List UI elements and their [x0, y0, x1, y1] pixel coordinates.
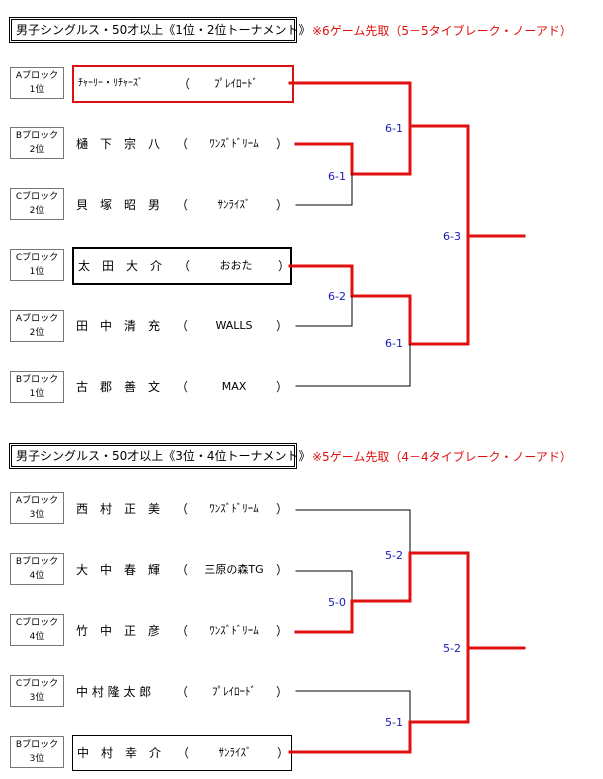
- match-score: 6-1: [385, 122, 403, 135]
- paren: （: [176, 502, 189, 516]
- paren: （: [176, 563, 189, 577]
- paren: ）: [276, 319, 289, 333]
- paren: （: [176, 137, 189, 151]
- player-entry: 竹 中 正 彦 （ ﾜﾝｽﾞﾄﾞﾘｰﾑ ）: [72, 614, 292, 648]
- paren: （: [176, 198, 189, 212]
- match-score: 6-3: [443, 230, 461, 243]
- bracket-line: [295, 173, 353, 206]
- match-score: 5-2: [443, 642, 461, 655]
- player-name: 西 村 正 美: [76, 502, 161, 516]
- player-team: ﾌﾟﾚｲﾛｰﾄﾞ: [214, 77, 258, 90]
- player-name: 中 村 隆 太 郎: [76, 685, 152, 699]
- player-entry: 古 郡 善 文 （ MAX ）: [72, 370, 292, 404]
- paren: ）: [276, 198, 289, 212]
- player-entry: ﾁｬｰﾘｰ・ﾘﾁｬｰｽﾞ （ ﾌﾟﾚｲﾛｰﾄﾞ: [72, 65, 294, 103]
- paren: ）: [276, 624, 289, 638]
- bracket-line: [295, 690, 411, 723]
- match-score: 6-1: [328, 170, 346, 183]
- paren: ）: [277, 746, 290, 760]
- player-entry: 樋 下 宗 八 （ ﾜﾝｽﾞﾄﾞﾘｰﾑ ）: [72, 127, 292, 161]
- player-name: 竹 中 正 彦: [76, 624, 161, 638]
- player-team: ﾜﾝｽﾞﾄﾞﾘｰﾑ: [209, 502, 259, 515]
- paren: ）: [276, 137, 289, 151]
- player-team: おおた: [219, 259, 253, 272]
- section2-title: 男子シングルス・50才以上《3位・4位トーナメント》: [9, 443, 311, 469]
- bracket-line: [295, 343, 411, 387]
- player-entry: 西 村 正 美 （ ﾜﾝｽﾞﾄﾞﾘｰﾑ ）: [72, 492, 292, 526]
- bracket-line: [295, 570, 353, 602]
- paren: （: [178, 77, 191, 91]
- match-score: 5-1: [385, 716, 403, 729]
- player-name: 古 郡 善 文: [76, 380, 161, 394]
- paren: ）: [276, 380, 289, 394]
- player-name: 大 中 春 輝: [76, 563, 161, 577]
- paren: （: [177, 746, 190, 760]
- player-team: ﾜﾝｽﾞﾄﾞﾘｰﾑ: [209, 137, 259, 150]
- player-name: 貝 塚 昭 男: [76, 198, 161, 212]
- player-entry: 田 中 清 充 （ WALLS ）: [72, 309, 292, 343]
- bracket-line: [294, 551, 526, 650]
- player-team: ﾌﾟﾚｲﾛｰﾄﾞ: [212, 685, 256, 698]
- player-name: ﾁｬｰﾘｰ・ﾘﾁｬｰｽﾞ: [78, 78, 143, 89]
- paren: （: [176, 380, 189, 394]
- bracket-line: [295, 295, 353, 327]
- match-score: 5-0: [328, 596, 346, 609]
- match-score: 6-2: [328, 290, 346, 303]
- paren: ）: [276, 502, 289, 516]
- player-entry: 中 村 隆 太 郎 （ ﾌﾟﾚｲﾛｰﾄﾞ ）: [72, 675, 292, 709]
- player-team: ﾜﾝｽﾞﾄﾞﾘｰﾑ: [209, 624, 259, 637]
- player-entry: 大 中 春 輝 （ 三原の森TG ）: [72, 553, 292, 587]
- match-score: 5-2: [385, 549, 403, 562]
- player-name: 田 中 清 充: [76, 319, 161, 333]
- paren: ）: [278, 259, 291, 273]
- player-name: 中 村 幸 介: [77, 746, 162, 760]
- player-entry: 太 田 大 介 （ おおた ）: [72, 247, 292, 285]
- section1-title: 男子シングルス・50才以上《1位・2位トーナメント》: [9, 17, 311, 43]
- section1-rule-note: ※6ゲーム先取（5－5タイブレーク・ノーアド）: [312, 24, 572, 38]
- paren: （: [178, 259, 191, 273]
- bracket-line: [288, 646, 470, 754]
- paren: （: [176, 319, 189, 333]
- player-team: ｻﾝﾗｲｽﾞ: [218, 746, 252, 759]
- paren: ）: [276, 685, 289, 699]
- paren: （: [176, 624, 189, 638]
- player-name: 樋 下 宗 八: [76, 137, 161, 151]
- player-entry: 貝 塚 昭 男 （ ｻﾝﾗｲｽﾞ ）: [72, 188, 292, 222]
- paren: （: [176, 685, 189, 699]
- player-name: 太 田 大 介: [78, 259, 163, 273]
- bracket-line: [295, 509, 411, 554]
- bracket-line: [288, 234, 470, 346]
- match-score: 6-1: [385, 337, 403, 350]
- player-team: 三原の森TG: [204, 563, 264, 576]
- player-team: ｻﾝﾗｲｽﾞ: [217, 198, 251, 211]
- bracket-line: [288, 81, 526, 238]
- paren: ）: [276, 563, 289, 577]
- player-team: MAX: [221, 380, 247, 393]
- player-team: WALLS: [215, 319, 253, 332]
- section2-rule-note: ※5ゲーム先取（4－4タイブレーク・ノーアド）: [312, 450, 572, 464]
